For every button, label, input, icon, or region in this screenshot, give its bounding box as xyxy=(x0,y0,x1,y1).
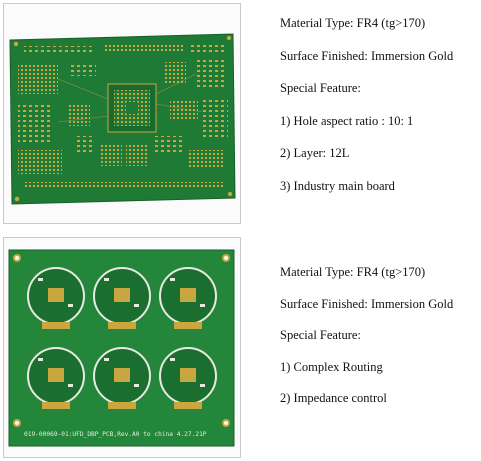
product-1-specs: Material Type: FR4 (tg>170) Surface Fini… xyxy=(280,14,453,209)
pcb-board-1-card xyxy=(3,3,241,224)
surface-finished: Surface Finished: Immersion Gold xyxy=(280,48,454,63)
product-2-specs: Material Type: FR4 (tg>170) Surface Fini… xyxy=(280,263,453,421)
feature-item: 2) Layer: 12L xyxy=(280,146,350,160)
pcb-board-2-image: 019-00069-01:UFD_DBP_PCB,Rev.A0 to china… xyxy=(4,238,240,457)
feature-item: 3) Industry main board xyxy=(280,178,395,193)
feature-item: 1) Hole aspect ratio : 10: 1 xyxy=(280,113,414,128)
special-feature-heading: Special Feature: xyxy=(280,81,361,95)
feature-item: 1) Complex Routing xyxy=(280,359,383,374)
feature-item: 2) Impedance control xyxy=(280,391,387,405)
surface-finished: Surface Finished: Immersion Gold xyxy=(280,296,454,311)
special-feature-heading: Special Feature: xyxy=(280,328,361,342)
board-silkscreen-text: 019-00069-01:UFD_DBP_PCB,Rev.A0 to china… xyxy=(24,431,207,438)
pcb-board-1-image xyxy=(4,4,240,223)
material-type: Material Type: FR4 (tg>170) xyxy=(280,265,426,279)
material-type: Material Type: FR4 (tg>170) xyxy=(280,16,426,30)
pcb-board-2-card: 019-00069-01:UFD_DBP_PCB,Rev.A0 to china… xyxy=(3,237,241,458)
